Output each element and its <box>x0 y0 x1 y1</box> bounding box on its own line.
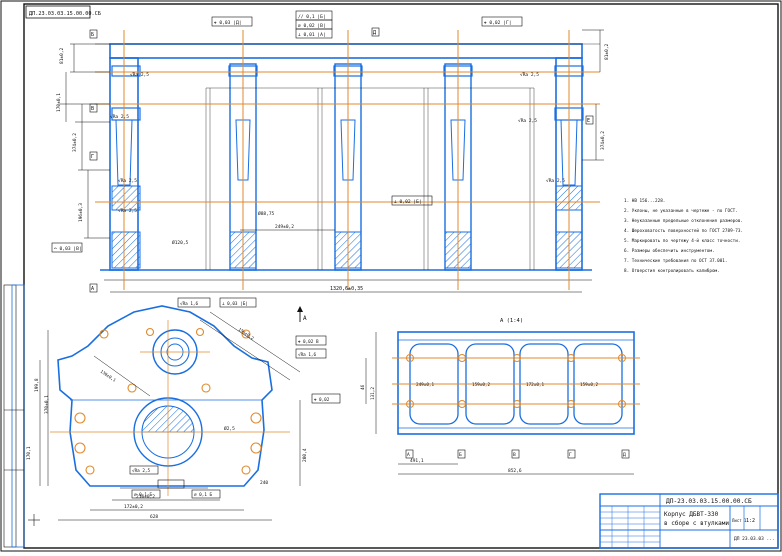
svg-text:В: В <box>91 106 94 112</box>
svg-text:7. Технические требования по О: 7. Технические требования по ОСТ 37.001. <box>624 257 727 264</box>
svg-text:√Ra 2,5: √Ra 2,5 <box>518 118 537 124</box>
title-code: ДП-23.03.03.15.00.00.СБ <box>666 498 752 505</box>
svg-text:Д: Д <box>623 452 626 458</box>
svg-text:172±0,1: 172±0,1 <box>526 382 545 388</box>
view-a-label: А (1:4) <box>500 318 523 324</box>
svg-text:2. Уклоны, не указанные в черт: 2. Уклоны, не указанные в чертеже - по Г… <box>624 208 738 214</box>
svg-text:216±0,2: 216±0,2 <box>136 494 155 500</box>
svg-text:4. Шероховатость поверхностей: 4. Шероховатость поверхностей по ГОСТ 27… <box>624 228 743 234</box>
svg-text:Б: Б <box>459 452 462 458</box>
svg-text:240: 240 <box>260 480 268 486</box>
title-line-2: в сборе с втулками <box>664 520 729 527</box>
bottom-width-dim: 628 <box>150 514 158 520</box>
svg-text:200,4: 200,4 <box>302 448 308 462</box>
svg-text:А: А <box>91 286 94 292</box>
scale: 1:2 <box>746 518 755 524</box>
tolerance-frame-4: ⊥ 0,01 |А| <box>298 32 326 38</box>
org-code: ДП 23.03.03 ... <box>734 536 775 542</box>
svg-text:1. НВ 156...228.: 1. НВ 156...228. <box>624 198 665 204</box>
svg-text:46: 46 <box>360 384 366 390</box>
svg-text:374±0,2: 374±0,2 <box>600 131 606 150</box>
section-view: 81±0,2 170±0,1 374±0,2 196±0,3 81±0,2 37… <box>56 27 610 293</box>
svg-text:√Ra 1,6: √Ra 1,6 <box>180 301 199 307</box>
svg-text:6. Размеры обеспечить инструме: 6. Размеры обеспечить инструментом. <box>624 247 715 254</box>
svg-text:А: А <box>303 315 307 322</box>
tolerance-frame-2: // 0,1 |Б| <box>298 14 326 20</box>
technical-notes: 1. НВ 156...228. 2. Уклоны, не указанные… <box>624 198 743 274</box>
svg-text:Е: Е <box>587 118 590 124</box>
svg-text:√Ra 2,5: √Ra 2,5 <box>118 178 137 184</box>
svg-text:8. Отверстия контролировать ка: 8. Отверстия контролировать калибром. <box>624 267 720 274</box>
svg-text:81±0,2: 81±0,2 <box>604 43 610 60</box>
svg-text:Ø88,75: Ø88,75 <box>258 210 275 217</box>
spacing-left-dim: 249±0,2 <box>275 224 294 230</box>
svg-text:Г: Г <box>91 154 94 160</box>
svg-text:⊥ 0,03 |Б|: ⊥ 0,03 |Б| <box>222 301 248 307</box>
svg-text:√Ra 2,5: √Ra 2,5 <box>118 208 137 214</box>
tolerance-frame-6: ⊥ 0,02 |Б| <box>394 199 422 205</box>
end-view: 628 172±0,2 216±0,2 199,8 370±0,1 200,4 … <box>26 297 341 521</box>
svg-text:Ø120,5: Ø120,5 <box>172 239 189 246</box>
svg-text:⌖ 0,02: ⌖ 0,02 <box>314 397 330 403</box>
svg-text:159±0,2: 159±0,2 <box>472 382 491 388</box>
top-code: ДП.23.03.03.15.00.00.СБ <box>29 11 101 17</box>
svg-text:√Ra 1,6: √Ra 1,6 <box>298 352 317 358</box>
svg-text:172±0,2: 172±0,2 <box>124 504 143 510</box>
svg-text:5. Маркировать по чертежу 4-й: 5. Маркировать по чертежу 4-й класс точн… <box>624 238 740 244</box>
svg-text:А: А <box>407 452 410 458</box>
svg-text:Б: Б <box>91 32 94 38</box>
svg-text:131,2: 131,2 <box>370 387 376 400</box>
svg-text:156±0,2: 156±0,2 <box>237 327 255 341</box>
svg-text:Ø2,5: Ø2,5 <box>224 425 235 432</box>
title-block: ДП-23.03.03.15.00.00.СБ Корпус ДБВТ-330 … <box>599 493 779 549</box>
tolerance-frames: ⌖ 0,03 |Д| // 0,1 |Б| ⌀ 0,02 |В| ⊥ 0,01 … <box>51 10 523 253</box>
svg-text:170,1: 170,1 <box>26 446 32 460</box>
title-line-1: Корпус ДБВТ-330 <box>664 511 719 518</box>
svg-text:199,8: 199,8 <box>34 378 40 392</box>
tolerance-frame-1: ⌖ 0,03 |Д| <box>214 20 241 26</box>
view-arrow: А <box>297 306 307 322</box>
tolerance-frame-3: ⌀ 0,02 |В| <box>298 23 326 29</box>
inner-frame <box>23 3 779 549</box>
view-left-dim: 491,1 <box>410 458 424 464</box>
svg-text:249±0,1: 249±0,1 <box>416 382 435 388</box>
tolerance-frame-5: ⌖ 0,02 |Г| <box>484 20 511 26</box>
svg-text:⌀ 0,1 Б: ⌀ 0,1 Б <box>134 492 153 498</box>
top-code-box <box>25 5 91 19</box>
svg-text:В: В <box>513 452 516 458</box>
svg-text:√Ra 2,5: √Ra 2,5 <box>520 72 539 78</box>
svg-text:170±0,1: 170±0,1 <box>56 93 62 112</box>
tolerance-frame-7: ⌓ 0,03 |В| <box>54 246 82 252</box>
overall-length-dim: 1320,6±0,35 <box>330 286 363 292</box>
view-width-dim: 852,6 <box>508 468 522 474</box>
svg-text:√Ra 2,5: √Ra 2,5 <box>130 72 149 78</box>
svg-text:374±0,2: 374±0,2 <box>72 133 78 152</box>
svg-text:√Ra 2,5: √Ra 2,5 <box>110 114 129 120</box>
svg-text:3. Неуказанные предельные откл: 3. Неуказанные предельные отклонения раз… <box>624 218 743 224</box>
svg-text:⌖ 0,02 В: ⌖ 0,02 В <box>298 339 319 345</box>
left-margin-strip <box>3 284 25 548</box>
svg-text:81±0,2: 81±0,2 <box>59 47 65 64</box>
svg-text:Д: Д <box>373 30 376 36</box>
svg-text:Г: Г <box>569 452 572 458</box>
svg-text:370±0,1: 370±0,1 <box>44 395 50 414</box>
svg-text:√Ra 2,5: √Ra 2,5 <box>132 468 151 474</box>
svg-text:196±0,3: 196±0,3 <box>78 203 84 222</box>
svg-text:159±0,2: 159±0,2 <box>580 382 599 388</box>
view-a: А (1:4) 249±0,1 159±0,2 172±0,1 159±0,2 <box>360 318 640 475</box>
sheet-number: Лист 1 <box>732 518 747 523</box>
svg-text:√Ra 2,5: √Ra 2,5 <box>546 178 565 184</box>
svg-text:⌀ 0,1 Б: ⌀ 0,1 Б <box>194 492 213 498</box>
